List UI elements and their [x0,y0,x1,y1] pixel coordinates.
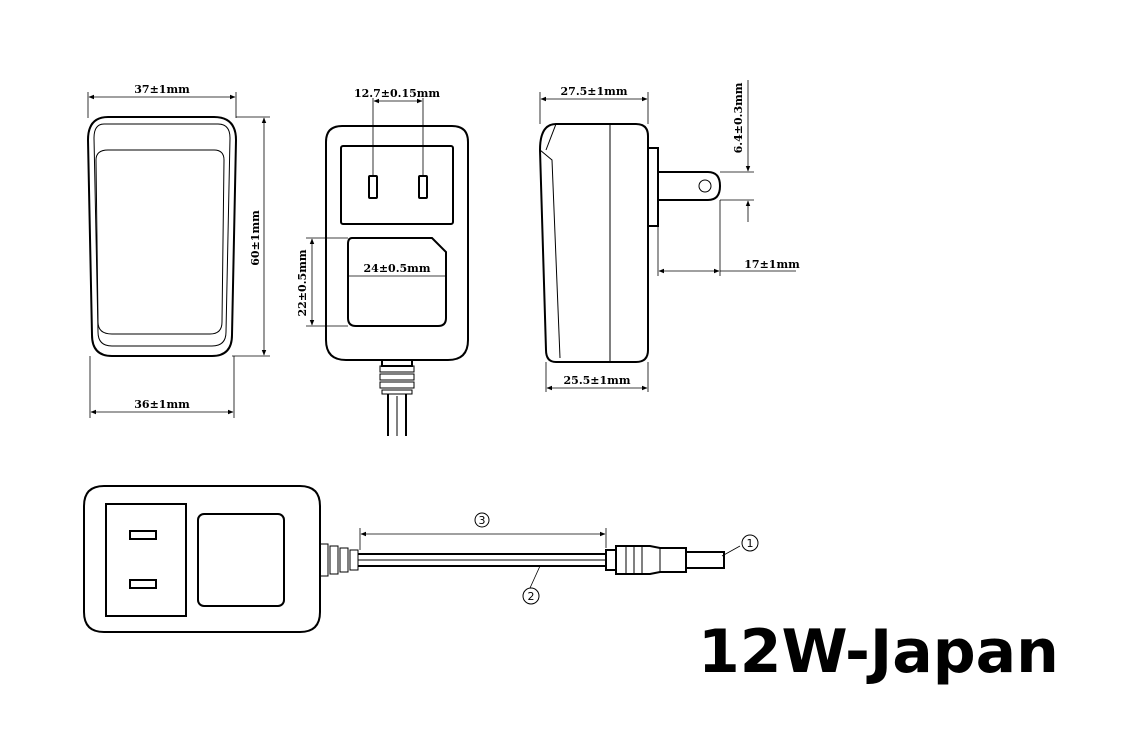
callout-2: 2 [528,590,535,603]
pin-face-view [306,98,469,436]
label-width-label: 24±0.5mm [364,262,431,275]
callout-3: 3 [479,514,486,527]
assembly-view [83,485,741,633]
pin-length-label: 17±1mm [744,258,800,271]
model-title: 12W-Japan [698,617,1059,687]
front-height-label: 60±1mm [249,210,262,266]
pin-width-label: 6.4±0.3mm [732,82,745,153]
callout-1: 1 [747,537,754,550]
side-bottom-depth-label: 25.5±1mm [564,374,631,387]
callout-3-circle [474,512,490,528]
label-height-label: 22±0.5mm [296,249,309,316]
side-top-depth-label: 27.5±1mm [561,85,628,98]
callout-2-circle [522,587,540,605]
side-view [538,80,796,392]
pin-spacing-label: 12.7±0.15mm [354,87,440,100]
callout-1-circle [741,534,759,552]
front-top-width-label: 37±1mm [134,83,190,96]
front-view [86,92,270,418]
front-bottom-width-label: 36±1mm [134,398,190,411]
